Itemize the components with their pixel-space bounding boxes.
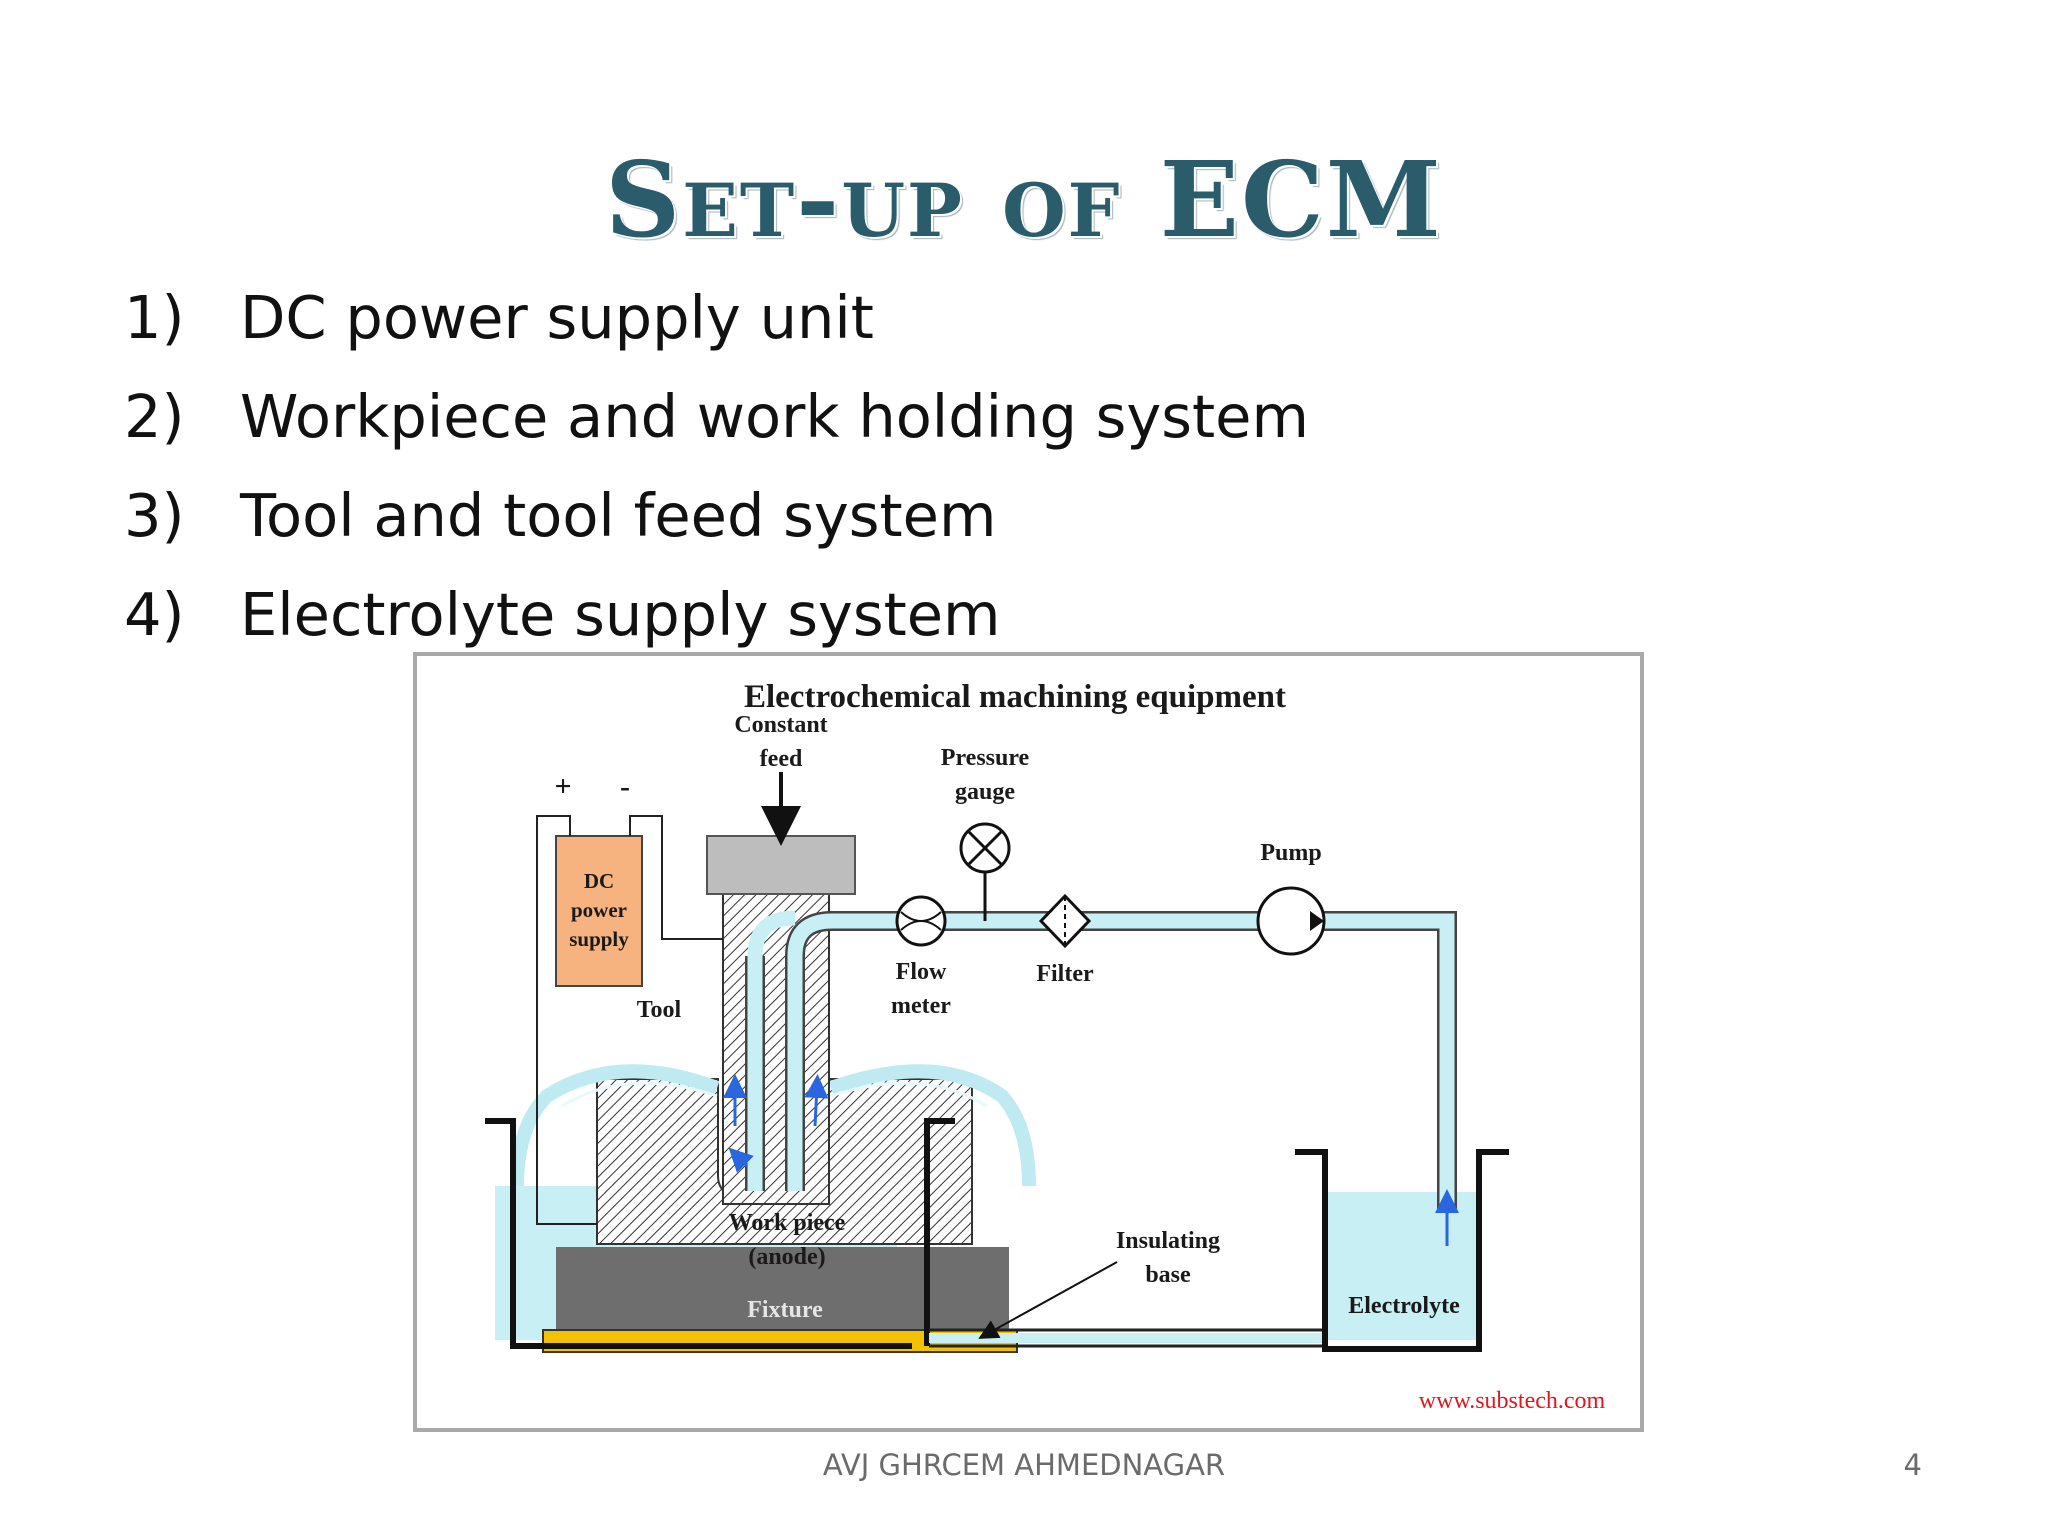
- list-item: 4) Electrolyte supply system: [124, 565, 1309, 664]
- machining-tank: [485, 1118, 912, 1349]
- dc-power-supply-label-line2: power: [571, 898, 627, 922]
- insulating-base-label-line1: Insulating: [1116, 1228, 1220, 1254]
- pump-arrow: [1310, 911, 1324, 931]
- filter-icon: [1038, 893, 1092, 949]
- filter-label: Filter: [1036, 961, 1094, 987]
- negative-wire: [629, 815, 723, 940]
- flow-meter-label-line2: meter: [891, 993, 951, 1019]
- list-item-number: 1): [124, 283, 185, 352]
- list-item-text: DC power supply unit: [240, 283, 874, 352]
- list-item: 1) DC power supply unit: [124, 268, 1309, 367]
- flow-meter-label-line1: Flow: [896, 959, 947, 985]
- work-piece-label-line1: Work piece: [729, 1210, 846, 1236]
- dc-power-supply: [555, 835, 643, 987]
- electrolyte-flow-right: [828, 1064, 1036, 1187]
- positive-wire: [536, 815, 597, 1225]
- ecm-diagram: Electrochemical machining equipment Fixt…: [413, 652, 1644, 1432]
- electrolyte-supply-line: [787, 913, 1455, 1209]
- list-item: 2) Workpiece and work holding system: [124, 367, 1309, 466]
- reservoir-electrolyte: [1328, 1192, 1478, 1340]
- footer-text: AVJ GHRCEM AHMEDNAGAR: [822, 1448, 1226, 1482]
- dc-power-supply-label-line1: DC: [584, 869, 614, 893]
- constant-feed-label-line2: feed: [760, 746, 803, 772]
- list-item-text: Tool and tool feed system: [240, 481, 997, 550]
- flow-meter-symbol: [900, 911, 942, 931]
- pressure-gauge-label-line1: Pressure: [941, 745, 1030, 771]
- tool-label: Tool: [637, 997, 682, 1023]
- electrolyte-reservoir: [1295, 1149, 1509, 1352]
- list-item: 3) Tool and tool feed system: [124, 466, 1309, 565]
- figure-title: Electrochemical machining equipment: [744, 679, 1286, 715]
- negative-terminal-label: -: [620, 770, 630, 803]
- list-item-number: 2): [124, 382, 185, 451]
- fixture: [556, 1247, 1009, 1331]
- work-piece-label-line2: (anode): [748, 1244, 825, 1270]
- flow-arrow-icon: [804, 1074, 829, 1127]
- page-number: 4: [1903, 1448, 1922, 1482]
- pressure-gauge-cross: [966, 829, 1004, 867]
- constant-feed-block: [706, 835, 856, 895]
- constant-feed-label-line1: Constant: [734, 712, 827, 738]
- component-list: 1) DC power supply unit 2) Workpiece and…: [124, 268, 1309, 664]
- list-item-text: Electrolyte supply system: [240, 580, 1001, 649]
- ecm-diagram-svg: Electrochemical machining equipment Fixt…: [485, 679, 1606, 1414]
- source-credit: www.substech.com: [1419, 1388, 1606, 1414]
- slide-title: Set-up of ECM: [605, 138, 1443, 261]
- list-item-text: Workpiece and work holding system: [240, 382, 1309, 451]
- list-item-number: 3): [124, 481, 185, 550]
- flow-arrow-icon: [728, 1147, 754, 1173]
- fixture-label: Fixture: [747, 1297, 823, 1323]
- pressure-gauge-label-line2: gauge: [955, 779, 1015, 805]
- list-item-number: 4): [124, 580, 185, 649]
- insulating-base-pointer: [978, 1261, 1118, 1339]
- machining-tank-right-wall: [924, 1118, 955, 1346]
- flow-highlight: [561, 1081, 718, 1108]
- positive-terminal-label: +: [554, 770, 571, 803]
- tool-channel-bend: [747, 910, 796, 957]
- pump-label: Pump: [1260, 840, 1321, 866]
- flow-highlight: [830, 1081, 988, 1108]
- dc-power-supply-label-line3: supply: [569, 927, 629, 951]
- electrolyte-flow-left: [510, 1064, 720, 1187]
- insulating-base-label-line2: base: [1145, 1262, 1191, 1288]
- electrolyte-label: Electrolyte: [1348, 1293, 1460, 1319]
